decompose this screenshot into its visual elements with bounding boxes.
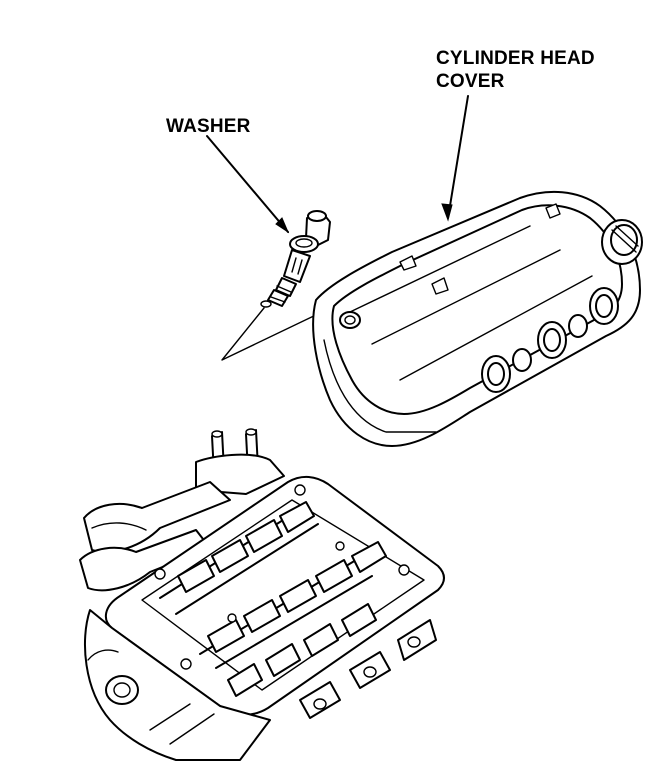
cylinder-head-cover-label-line2: COVER (436, 71, 505, 92)
washer-label: WASHER (166, 116, 251, 137)
cylinder-head-cover (312, 190, 643, 447)
cylinder-head-assembly (79, 428, 445, 761)
oil-filler-cap (601, 219, 643, 265)
spark-plug-holes (481, 287, 619, 393)
washer-leader-line (206, 135, 290, 234)
rocker-arms (177, 501, 387, 697)
cylinder-head-cover-label-line1: CYLINDER HEAD (436, 48, 595, 69)
cylinder-head-cover-leader-line (441, 95, 469, 222)
spark-plug-with-washer (260, 210, 331, 308)
